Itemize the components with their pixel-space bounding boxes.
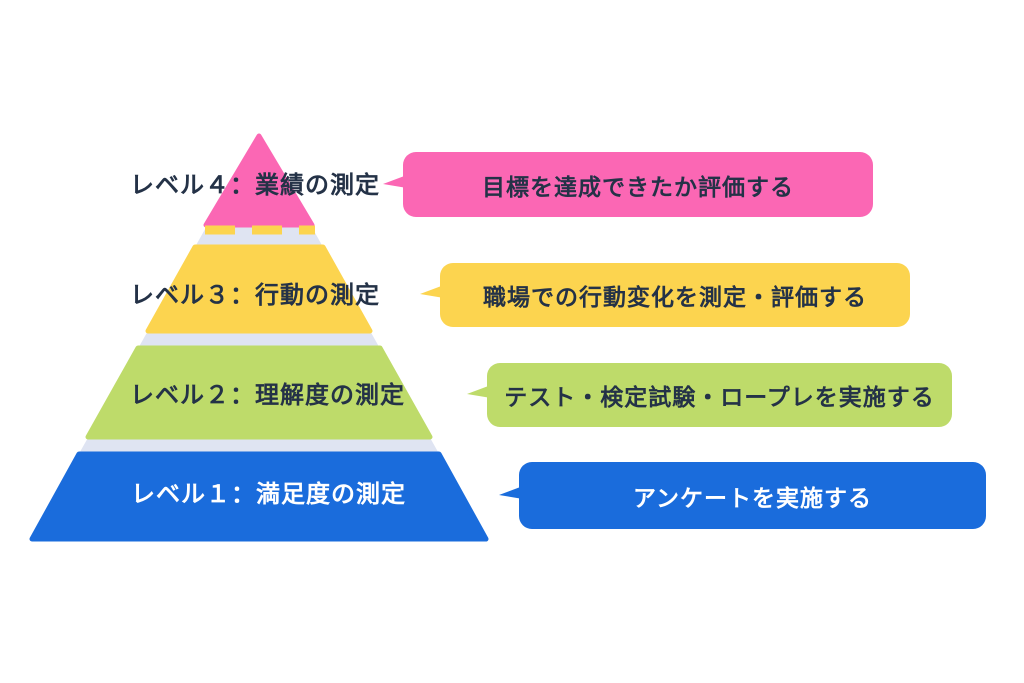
pyramid-level-1-band xyxy=(29,451,489,542)
callout-level-1-text: アンケートを実施する xyxy=(632,484,873,511)
callout-tail-shape xyxy=(467,385,491,398)
callout-level-4: 目標を達成できたか評価する xyxy=(383,152,873,217)
pyramid-level-4-label: レベル４：業績の測定 xyxy=(130,172,380,199)
callout-tail-icon xyxy=(467,385,491,398)
pyramid-level-1-label: レベル１：満足度の測定 xyxy=(131,481,406,508)
callout-level-4-text: 目標を達成できたか評価する xyxy=(482,173,794,200)
pyramid-level-4-band xyxy=(203,133,315,228)
callout-tail-shape xyxy=(420,285,444,298)
callout-tail-icon xyxy=(420,285,444,298)
pyramid-level-3-band xyxy=(145,244,373,334)
callout-tail-icon xyxy=(499,485,523,499)
pyramid-level-2-band xyxy=(85,345,433,440)
callout-level-3: 職場での行動変化を測定・評価する xyxy=(420,263,910,327)
callout-tail-shape xyxy=(499,485,523,499)
callout-tail-icon xyxy=(383,174,407,188)
pyramid-level-2-label: レベル２：理解度の測定 xyxy=(130,382,405,409)
callout-level-1: アンケートを実施する xyxy=(499,462,986,529)
callout-level-2: テスト・検定試験・ロープレを実施する xyxy=(467,363,952,427)
callout-tail-shape xyxy=(383,174,407,188)
pyramid-level-3-label: レベル３：行動の測定 xyxy=(130,282,380,309)
callout-level-3-text: 職場での行動変化を測定・評価する xyxy=(483,284,867,310)
callout-level-2-text: テスト・検定試験・ロープレを実施する xyxy=(504,384,935,410)
